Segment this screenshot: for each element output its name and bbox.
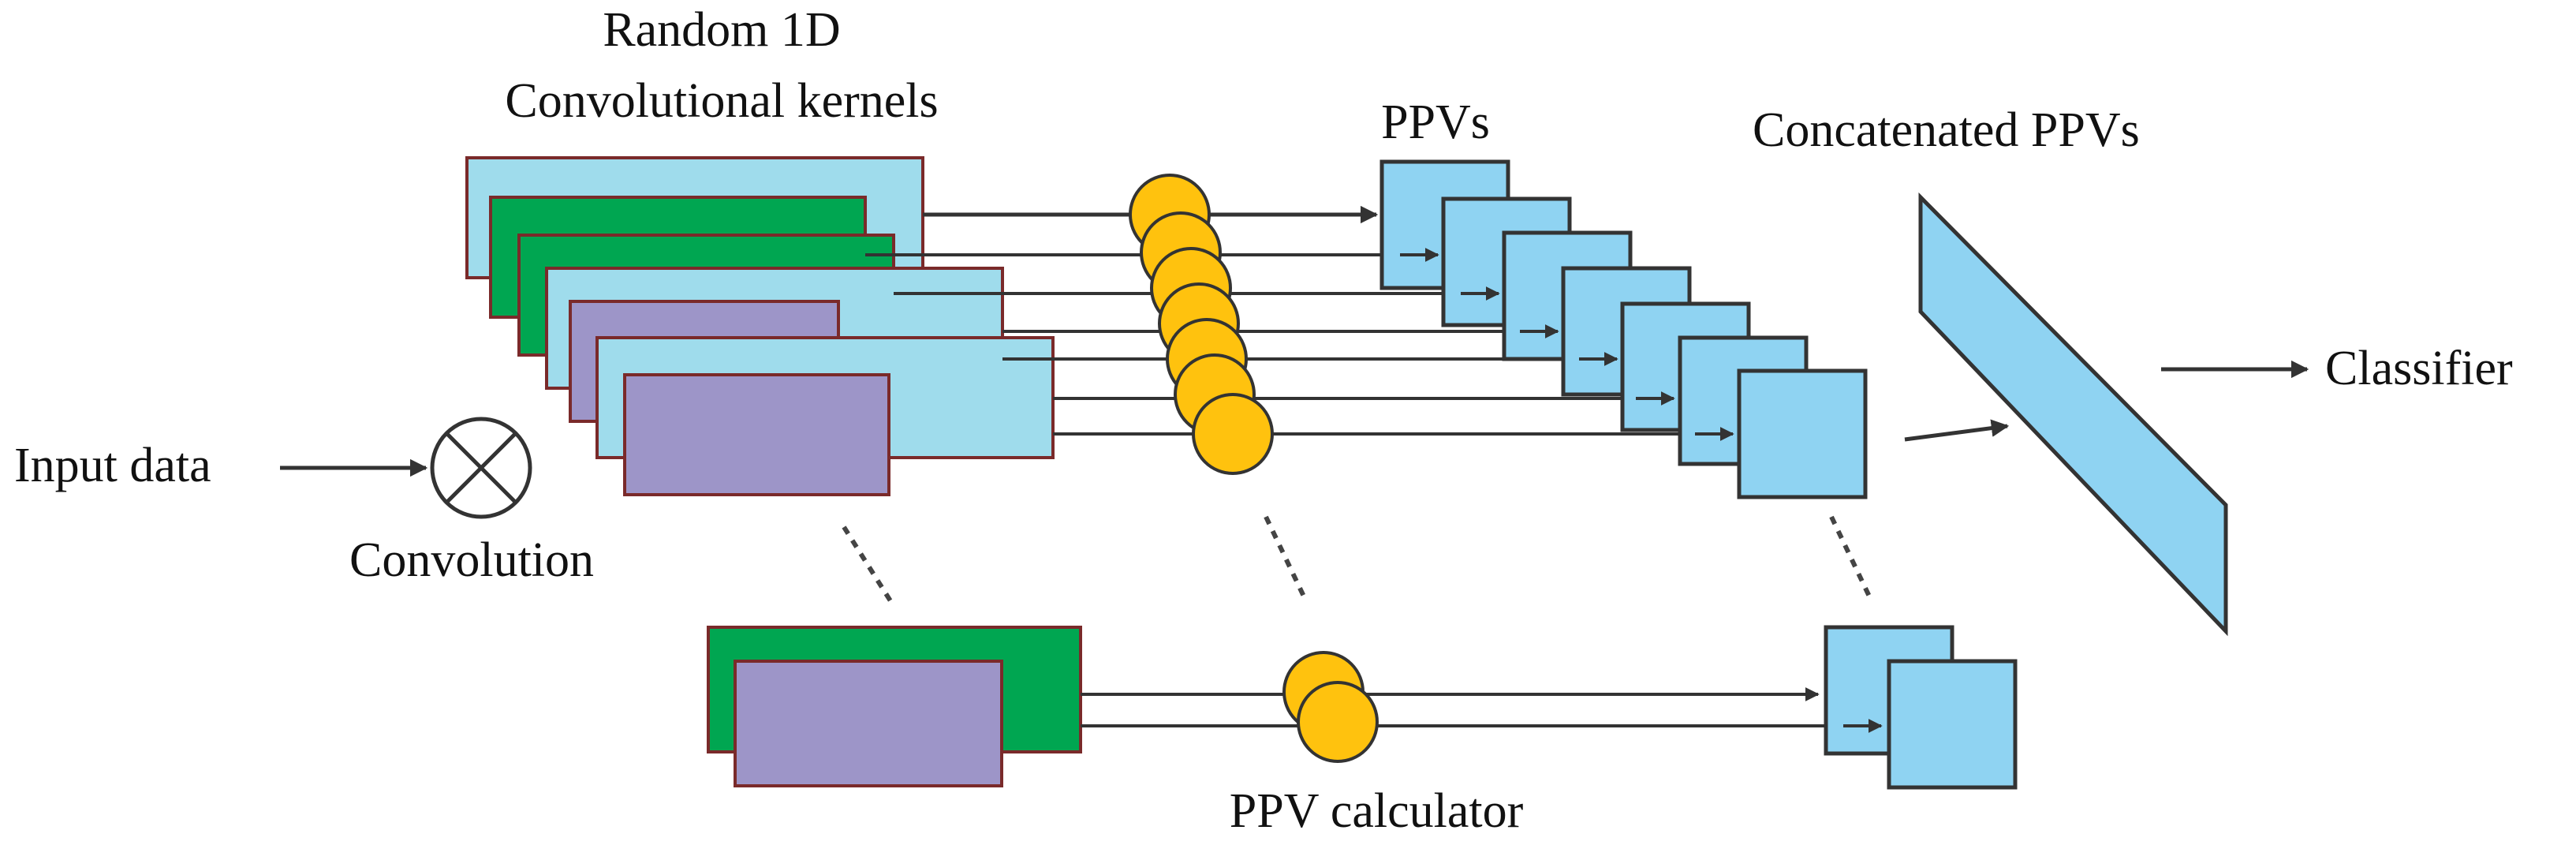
kernel-7 — [623, 373, 890, 496]
input-data-label: Input data — [14, 439, 211, 492]
ppv-connector-lines — [865, 205, 1734, 441]
kernel-stack-lower — [707, 626, 1082, 787]
ppv-arrow-tips — [1400, 248, 1734, 441]
concat-arrow — [1904, 419, 2010, 442]
ppvs-label: PPVs — [1381, 95, 1490, 149]
kernel-lower-purple — [734, 660, 1003, 787]
classifier-label: Classifier — [2325, 342, 2513, 395]
ppv-boxes — [1379, 159, 1868, 499]
kernel-stack — [465, 156, 1055, 496]
ppv-box-lower-2 — [1887, 659, 2018, 790]
ppv-circles — [1129, 174, 1274, 475]
ppv-circles-lower — [1282, 651, 1379, 763]
ppv-box-7 — [1737, 368, 1868, 499]
ppv-connector-lines-lower — [1081, 687, 1883, 733]
ppv-circle-7 — [1192, 393, 1274, 475]
concatenated-ppvs-label: Concatenated PPVs — [1753, 103, 2140, 157]
ppv-calculator-label: PPV calculator — [1230, 784, 1524, 838]
convolution-label: Convolution — [349, 533, 594, 587]
concatenated-ppvs-bar — [1918, 192, 2228, 637]
continuation-dots — [842, 515, 1873, 608]
kernels-label-line1: Random 1D — [603, 3, 840, 57]
kernels-label-line2: Convolutional kernels — [505, 74, 938, 128]
ppv-circle-lower-2 — [1297, 681, 1379, 763]
ppv-boxes-lower — [1824, 625, 2018, 790]
circled-times-icon — [430, 417, 532, 519]
